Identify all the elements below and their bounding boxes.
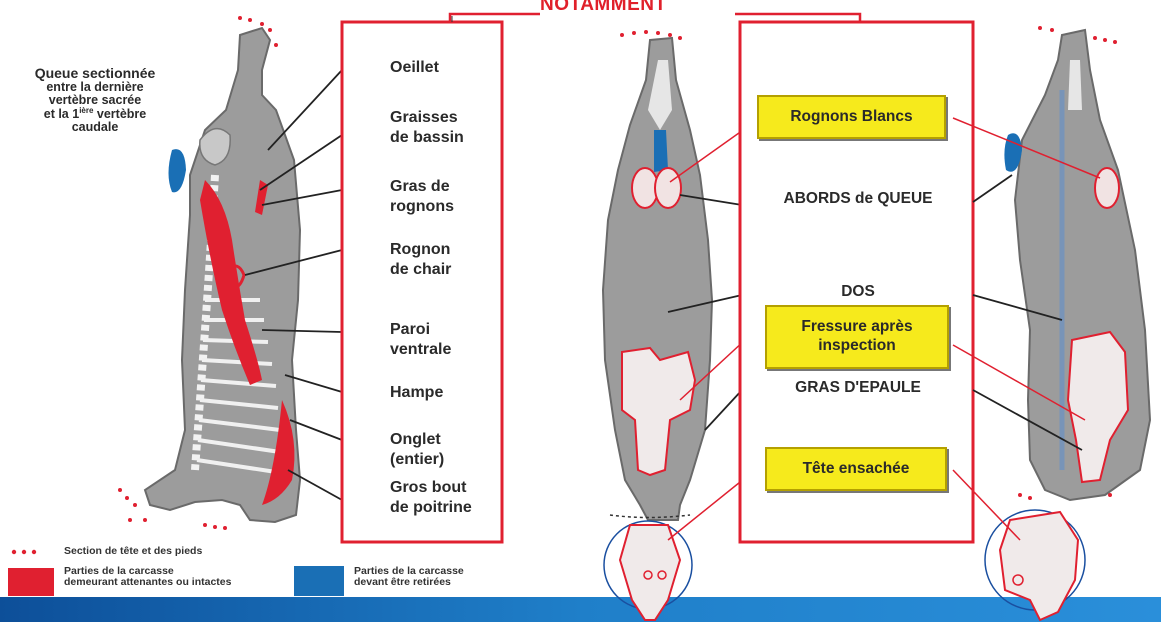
legend-red-label: Parties de la carcasse demeurant attenan… — [64, 566, 231, 588]
label-gros-bout-poitrine: Gros bout de poitrine — [390, 478, 472, 518]
legend-red-swatch — [8, 568, 54, 596]
legend-blue-label: Parties de la carcasse devant être retir… — [354, 566, 464, 588]
right-carcass — [985, 26, 1150, 620]
tail-note-line3: et la 1ière vertèbre — [10, 107, 180, 121]
label-rognon-chair: Rognon de chair — [390, 240, 451, 280]
box-rognons-blancs: Rognons Blancs — [757, 95, 946, 139]
label-graisses-bassin: Graisses de bassin — [390, 108, 464, 148]
legend-dots-swatch — [12, 550, 36, 554]
tail-note-title: Queue sectionnée — [10, 66, 180, 81]
label-hampe: Hampe — [390, 383, 443, 403]
label-gras-epaule: GRAS D'EPAULE — [748, 378, 968, 397]
label-paroi-ventrale: Paroi ventrale — [390, 320, 451, 360]
box-fressure: Fressure après inspection — [765, 305, 949, 369]
label-abords-queue: ABORDS de QUEUE — [748, 189, 968, 208]
label-oeillet: Oeillet — [390, 58, 439, 78]
label-dos: DOS — [748, 282, 968, 301]
legend-dots-label: Section de tête et des pieds — [64, 546, 202, 557]
legend-blue-swatch — [294, 566, 344, 596]
tail-note-line2: vertèbre sacrée — [10, 94, 180, 107]
bottom-band — [0, 597, 1161, 622]
label-onglet: Onglet (entier) — [390, 430, 444, 470]
tail-note-line1: entre la dernière — [10, 81, 180, 94]
tail-note-line4: caudale — [10, 121, 180, 134]
box-tete-ensachee: Tête ensachée — [765, 447, 947, 491]
center-carcass — [603, 30, 712, 620]
page-title: NOTAMMENT — [540, 0, 667, 16]
tail-note: Queue sectionnée entre la dernière vertè… — [10, 66, 180, 134]
label-gras-rognons: Gras de rognons — [390, 177, 454, 217]
